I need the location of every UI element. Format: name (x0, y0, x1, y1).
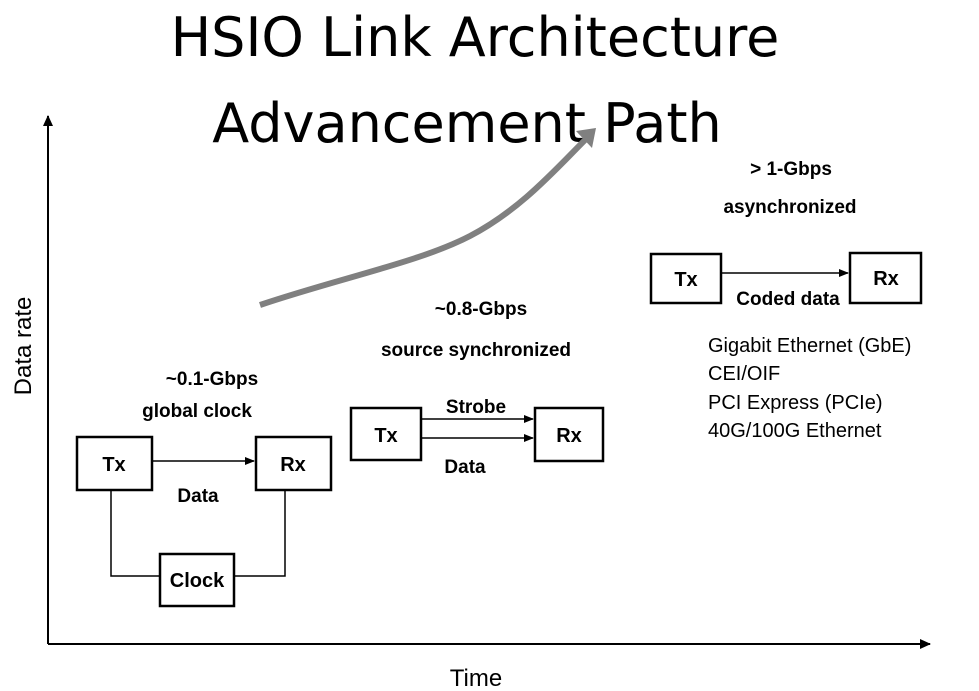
stage3-tx-label: Tx (674, 269, 697, 291)
stage1-tx-label: Tx (102, 454, 125, 476)
stage1-clock-line-tx (110, 490, 160, 577)
stage-global-clock: ~0.1-Gbps global clock Tx Rx Data Clock (75, 369, 333, 608)
stage2-data-label: Data (444, 457, 486, 478)
stage2-tx-box (349, 406, 423, 462)
stage-source-synchronized: ~0.8-Gbps source synchronized Tx Rx Stro… (349, 299, 605, 478)
stage-asynchronized: > 1-Gbps asynchronized Tx Rx Coded data … (649, 159, 923, 442)
stage1-mode: global clock (142, 401, 252, 422)
stage3-rx-label: Rx (873, 268, 899, 290)
stage1-clock-box (158, 552, 236, 608)
stage1-rate: ~0.1-Gbps (166, 369, 258, 390)
stage1-clock-line-rx (234, 490, 286, 577)
stage1-rx-box (254, 435, 333, 492)
stage2-rx-box (533, 406, 605, 463)
stage3-example-2: CEI/OIF (708, 363, 780, 385)
stage2-strobe-label: Strobe (446, 397, 506, 418)
stage3-data-label: Coded data (736, 289, 840, 310)
stage1-clock-label: Clock (170, 570, 225, 592)
stage3-example-1: Gigabit Ethernet (GbE) (708, 335, 911, 357)
trend-arrow (259, 137, 588, 308)
stage3-rate: > 1-Gbps (750, 159, 832, 180)
stage1-rx-label: Rx (280, 454, 306, 476)
stage3-rx-box (848, 251, 923, 305)
stage2-tx-label: Tx (374, 425, 397, 447)
title-line-2: Advancement Path (212, 92, 721, 155)
stage3-mode: asynchronized (723, 197, 856, 218)
stage3-example-4: 40G/100G Ethernet (708, 420, 882, 442)
stage1-data-label: Data (177, 486, 219, 507)
x-axis-label: Time (450, 665, 502, 691)
title-line-1: HSIO Link Architecture (171, 6, 780, 69)
stage2-mode: source synchronized (381, 340, 571, 361)
stage3-example-3: PCI Express (PCIe) (708, 392, 882, 414)
trend-arrow-head (576, 128, 596, 148)
stage2-rx-label: Rx (556, 425, 582, 447)
stage2-rate: ~0.8-Gbps (435, 299, 527, 320)
y-axis-label: Data rate (10, 297, 37, 396)
stage3-tx-box (649, 252, 723, 305)
stage1-tx-box (75, 435, 154, 492)
